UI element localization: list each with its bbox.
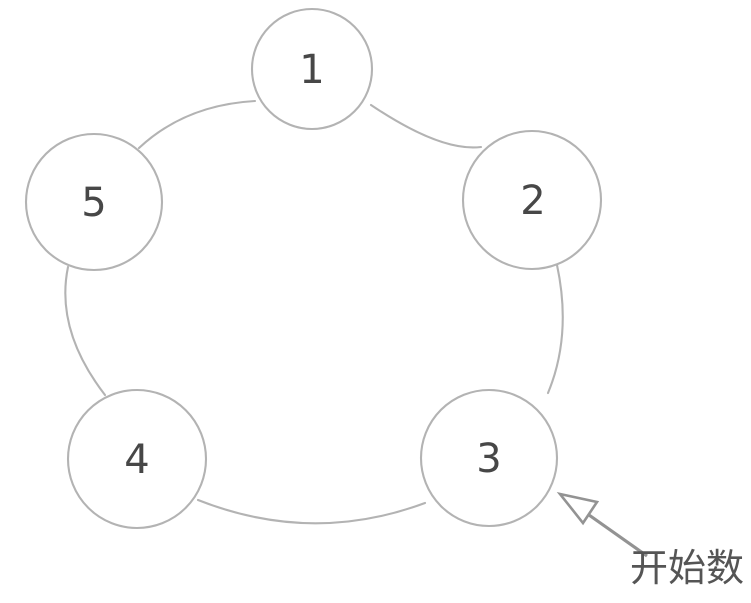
annotation-label: 开始数: [630, 546, 745, 590]
node-label-1: 1: [299, 47, 324, 93]
node-circle-3[interactable]: [419, 388, 559, 528]
node-label-2: 2: [520, 178, 545, 224]
link-3-to-4: [196, 498, 427, 525]
node-label-4: 4: [124, 437, 149, 483]
arrow-head: [556, 491, 600, 526]
ring-nodes-group: [24, 7, 603, 530]
link-4-to-5: [64, 265, 107, 397]
node-label-3: 3: [476, 436, 501, 482]
node-circle-4[interactable]: [66, 388, 208, 530]
node-label-5: 5: [81, 180, 106, 226]
ring-links-group: [64, 99, 564, 525]
node-circle-1[interactable]: [250, 7, 374, 131]
node-circle-2[interactable]: [461, 129, 603, 271]
ring-node-labels-group: 1 2 3 4 5: [81, 47, 545, 483]
link-5-to-1: [137, 99, 257, 150]
link-1-to-2: [369, 103, 483, 149]
node-circle-5[interactable]: [24, 132, 164, 272]
link-2-to-3: [546, 263, 564, 395]
arrow-shaft: [588, 513, 648, 558]
annotation-arrow-icon: [556, 491, 648, 558]
